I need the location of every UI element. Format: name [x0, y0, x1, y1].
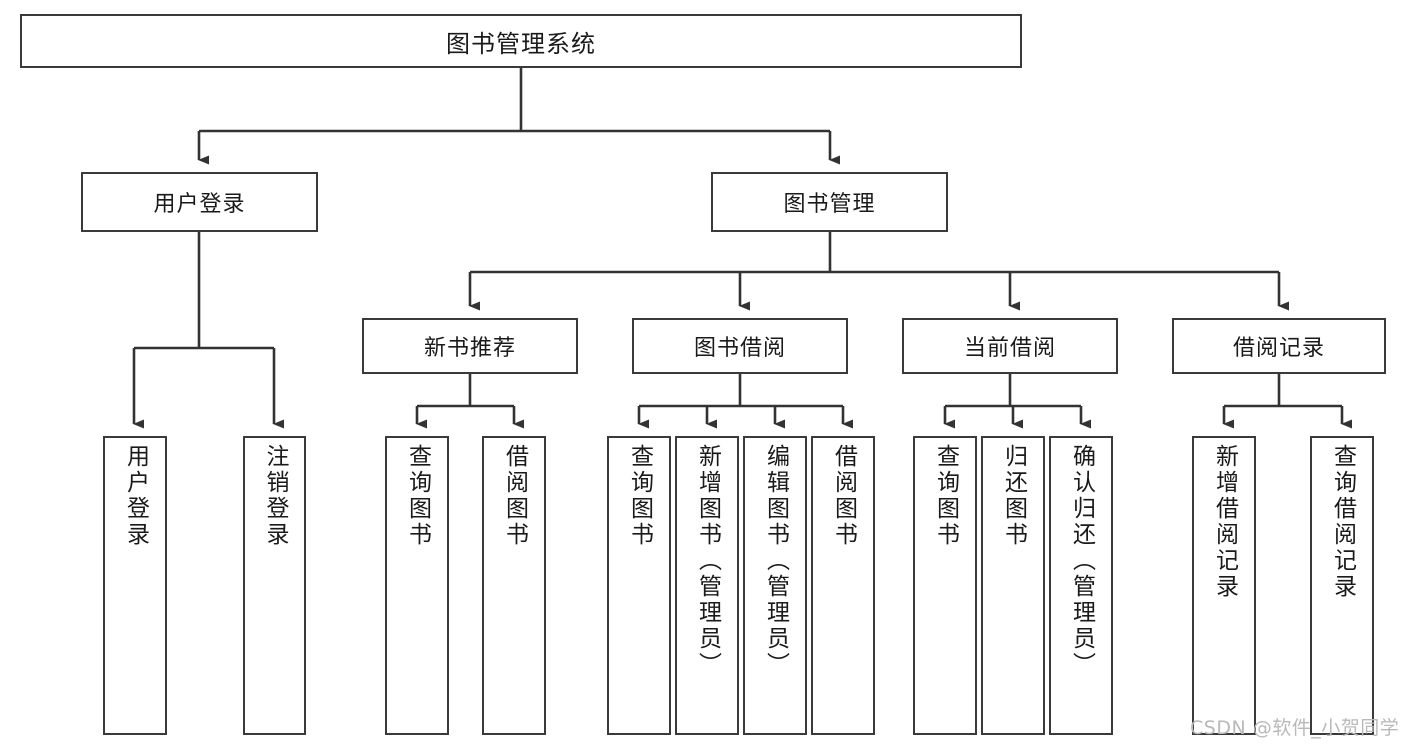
- leaf-label: 新增借阅记录: [1211, 444, 1238, 600]
- leaf-edit-book-admin[interactable]: 编辑图书（管理员）: [743, 436, 807, 735]
- leaf-label: 查询图书: [404, 444, 431, 548]
- csdn-watermark: CSDN @软件_小贺同学: [1190, 717, 1400, 739]
- leaf-borrow-book-new[interactable]: 借阅图书: [482, 436, 546, 735]
- leaf-user-login[interactable]: 用户登录: [103, 436, 167, 735]
- node-book-borrowing[interactable]: 图书借阅: [632, 318, 848, 374]
- node-borrowing-records[interactable]: 借阅记录: [1172, 318, 1386, 374]
- leaf-label: 查询借阅记录: [1329, 444, 1356, 600]
- leaf-label: 确认归还（管理员）: [1068, 444, 1095, 678]
- leaf-query-book-borrow[interactable]: 查询图书: [607, 436, 671, 735]
- leaf-label: 用户登录: [122, 444, 149, 548]
- node-root-system[interactable]: 图书管理系统: [20, 14, 1022, 68]
- leaf-query-book-new[interactable]: 查询图书: [385, 436, 449, 735]
- node-user-login[interactable]: 用户登录: [81, 172, 318, 232]
- node-new-book-recommendation[interactable]: 新书推荐: [362, 318, 578, 374]
- leaf-add-book-admin[interactable]: 新增图书（管理员）: [675, 436, 739, 735]
- node-new-book-recommendation-label: 新书推荐: [423, 336, 516, 361]
- node-book-management-label: 图书管理: [783, 192, 876, 217]
- leaf-label: 归还图书: [1000, 444, 1027, 548]
- node-current-borrowing[interactable]: 当前借阅: [902, 318, 1118, 374]
- leaf-logout[interactable]: 注销登录: [243, 436, 306, 735]
- node-book-borrowing-label: 图书借阅: [693, 336, 786, 361]
- leaf-label: 编辑图书（管理员）: [762, 444, 789, 678]
- leaf-confirm-return-admin[interactable]: 确认归还（管理员）: [1049, 436, 1113, 735]
- leaf-label: 注销登录: [262, 444, 288, 548]
- leaf-query-book-current[interactable]: 查询图书: [913, 436, 977, 735]
- node-borrowing-records-label: 借阅记录: [1232, 336, 1325, 361]
- node-current-borrowing-label: 当前借阅: [963, 336, 1056, 361]
- leaf-borrow-book[interactable]: 借阅图书: [811, 436, 875, 735]
- node-user-login-label: 用户登录: [153, 192, 246, 217]
- leaf-label: 借阅图书: [501, 444, 528, 548]
- leaf-add-borrow-record[interactable]: 新增借阅记录: [1192, 436, 1256, 735]
- leaf-label: 借阅图书: [830, 444, 857, 548]
- leaf-label: 查询图书: [932, 444, 959, 548]
- leaf-query-borrow-record[interactable]: 查询借阅记录: [1310, 436, 1374, 735]
- leaf-label: 查询图书: [626, 444, 653, 548]
- leaf-label: 新增图书（管理员）: [694, 444, 721, 678]
- node-root-label: 图书管理系统: [446, 29, 596, 58]
- node-book-management[interactable]: 图书管理: [711, 172, 948, 232]
- leaf-return-book[interactable]: 归还图书: [981, 436, 1045, 735]
